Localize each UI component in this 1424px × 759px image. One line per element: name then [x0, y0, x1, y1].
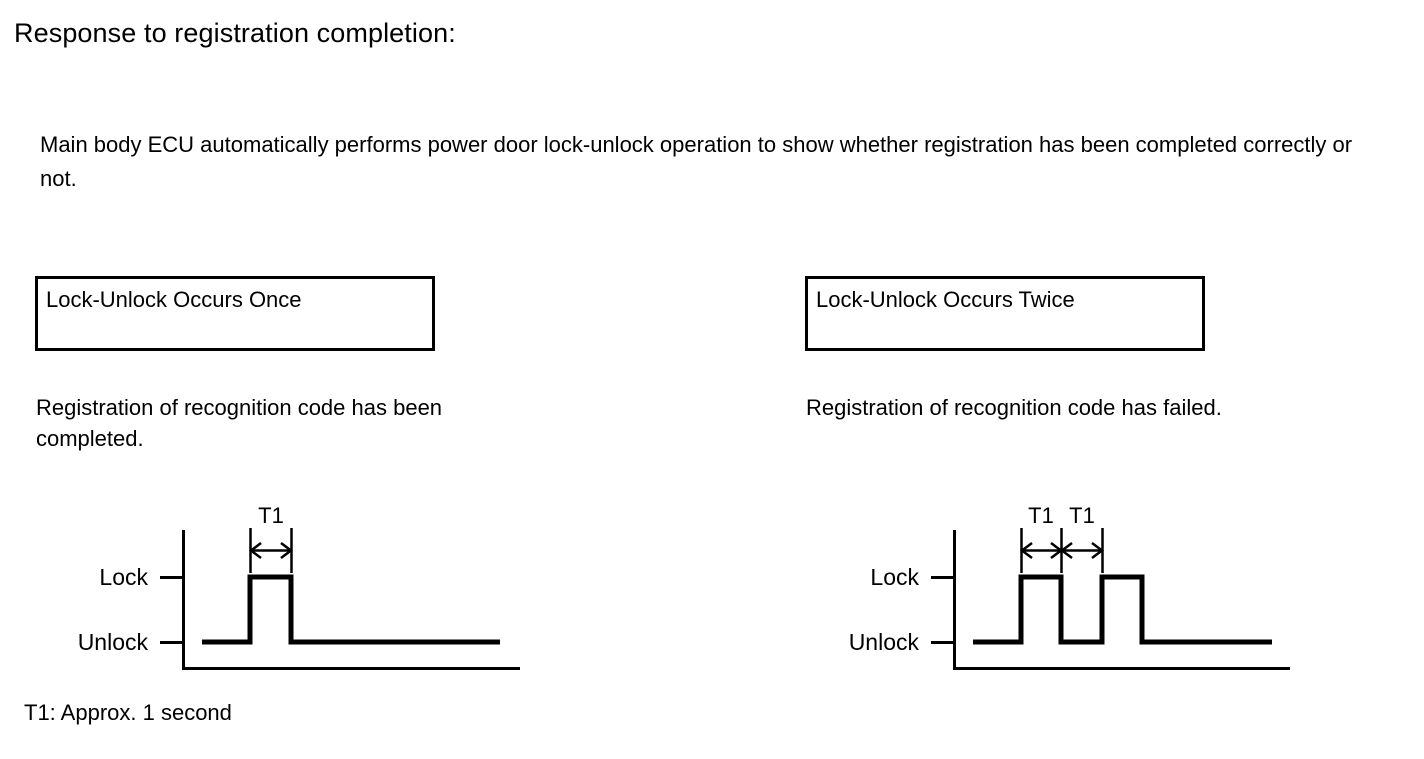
waveform-trace: [973, 574, 1272, 645]
arrow-head-right-icon: [280, 542, 294, 559]
tick-label-lock: Lock: [870, 564, 919, 590]
arrow-head-left-icon: [1019, 542, 1033, 559]
result-text-registration-failed: Registration of recognition code has fai…: [806, 395, 1222, 420]
arrow-head-left-icon: [1059, 542, 1073, 559]
tick-label-unlock: Unlock: [78, 629, 149, 655]
waveform-trace: [202, 574, 500, 645]
tick-label-lock: Lock: [99, 564, 148, 590]
interval-label-t1-second: T1: [1069, 503, 1095, 528]
intro-paragraph: Main body ECU automatically performs pow…: [40, 132, 1353, 191]
callout-box-lock-unlock-twice: Lock-Unlock Occurs Twice: [805, 276, 1205, 351]
arrow-head-left-icon: [248, 542, 262, 559]
page-title: Response to registration completion:: [14, 18, 456, 48]
interval-label-t1-first: T1: [1028, 503, 1054, 528]
footnote-t1-duration: T1: Approx. 1 second: [24, 700, 232, 725]
callout-label: Lock-Unlock Occurs Once: [46, 287, 302, 312]
callout-box-lock-unlock-once: Lock-Unlock Occurs Once: [35, 276, 435, 351]
result-text-registration-completed: Registration of recognition code has bee…: [36, 395, 443, 451]
tick-label-unlock: Unlock: [849, 629, 920, 655]
timing-diagram-double-pulse: Lock Unlock T1 T1: [790, 488, 1330, 688]
callout-label: Lock-Unlock Occurs Twice: [816, 287, 1075, 312]
timing-diagram-single-pulse: Lock Unlock T1: [20, 488, 560, 688]
interval-label-t1: T1: [258, 503, 284, 528]
arrow-head-right-icon: [1091, 542, 1105, 559]
